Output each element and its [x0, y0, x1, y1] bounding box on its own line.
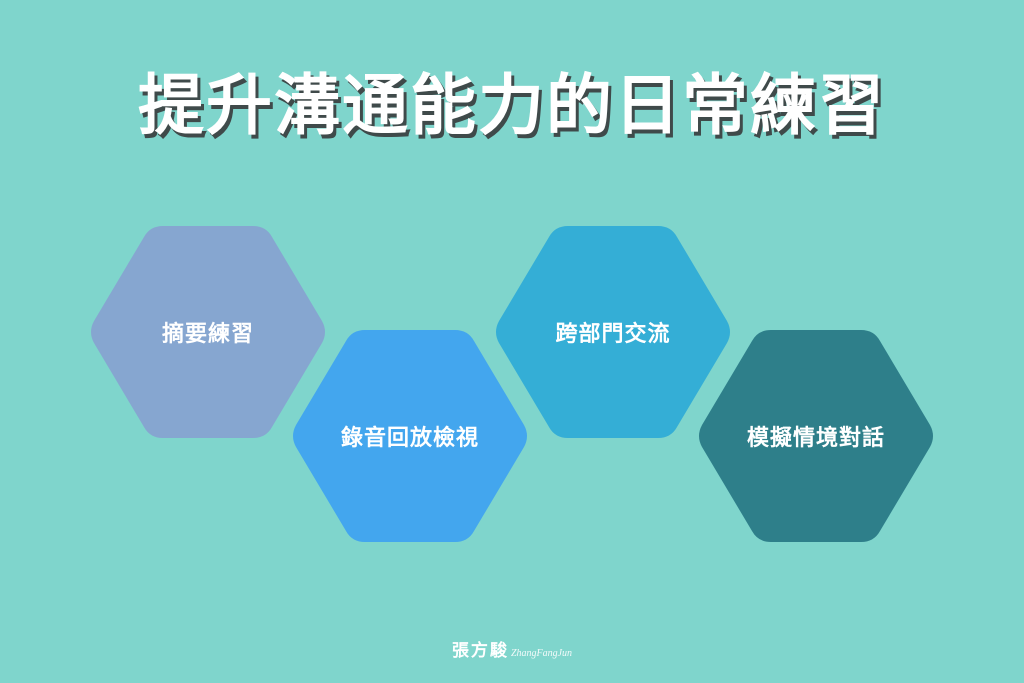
- hexagon-shape: [699, 330, 933, 542]
- hexagon-label: 摘要練習: [161, 322, 254, 347]
- hexagon-label: 跨部門交流: [555, 322, 671, 347]
- hexagon-summary-practice: 摘要練習: [88, 226, 328, 438]
- hexagon-label: 模擬情境對話: [746, 426, 885, 451]
- brand-english-signature: ZhangFangJun: [510, 648, 573, 659]
- hexagon-shape: [496, 226, 730, 438]
- page-title: 提升溝通能力的日常練習: [138, 67, 886, 144]
- brand-chinese-name: 張方駿: [451, 641, 509, 661]
- hexagon-cross-department: 跨部門交流: [493, 226, 733, 438]
- hexagon-shape: [91, 226, 325, 438]
- hexagon-shape: [293, 330, 527, 542]
- hexagon-label: 錄音回放檢視: [340, 426, 479, 451]
- hexagon-simulated-dialogue: 模擬情境對話: [696, 330, 936, 542]
- hexagon-recording-review: 錄音回放檢視: [290, 330, 530, 542]
